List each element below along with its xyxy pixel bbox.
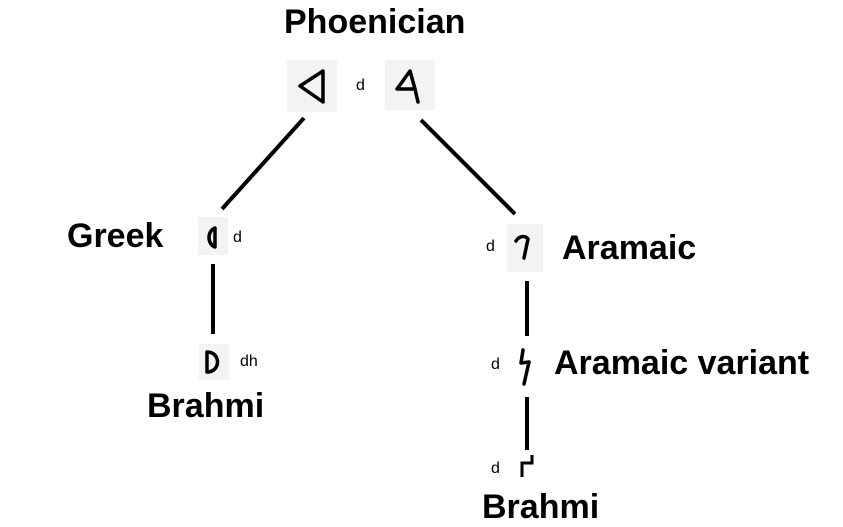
aramaic-variant-sound: d bbox=[491, 356, 500, 373]
phoenician-sound: d bbox=[356, 77, 365, 94]
phoenician-label: Phoenician bbox=[284, 3, 466, 41]
brahmi-left-label: Brahmi bbox=[147, 387, 265, 425]
brahmi-right-label: Brahmi bbox=[482, 488, 600, 526]
greek-label: Greek bbox=[67, 217, 164, 255]
brahmi-left-sound: dh bbox=[240, 353, 258, 370]
brahmi-da-glyph-icon bbox=[520, 455, 534, 477]
brahmi-dha-glyph-icon bbox=[199, 344, 229, 380]
aramaic-dalet-glyph-icon bbox=[507, 224, 543, 272]
edge-phoenician-aramaic bbox=[419, 118, 517, 216]
aramaic-variant-dalet-glyph-icon bbox=[519, 348, 531, 386]
greek-sound: d bbox=[233, 229, 242, 246]
left-pointing-triangle-glyph-icon bbox=[287, 60, 337, 112]
aramaic-sound: d bbox=[486, 238, 495, 255]
brahmi-right-sound: d bbox=[491, 460, 500, 477]
aramaic-label: Aramaic bbox=[562, 229, 697, 267]
aramaic-variant-label: Aramaic variant bbox=[554, 344, 810, 382]
greek-delta-glyph-icon bbox=[198, 217, 228, 255]
phoenician-dalet-glyph-icon bbox=[385, 60, 435, 110]
edge-phoenician-greek bbox=[220, 116, 306, 211]
